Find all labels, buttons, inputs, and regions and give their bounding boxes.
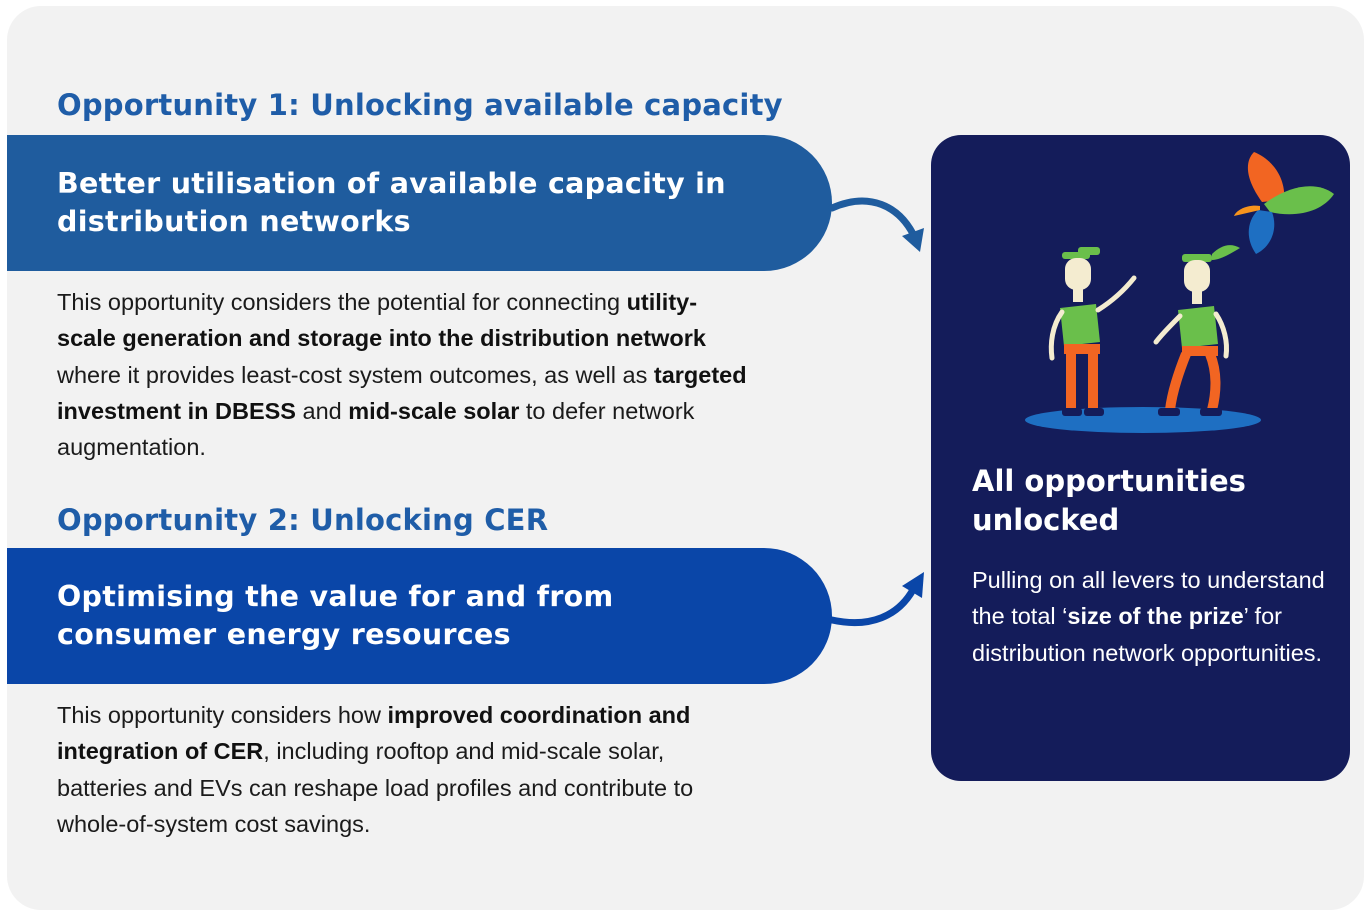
outcome-title-line-1: All opportunities bbox=[972, 464, 1246, 498]
opportunity-1-banner-line-1: Better utilisation of available capacity… bbox=[57, 167, 726, 200]
outcome-description: Pulling on all levers to understand the … bbox=[972, 562, 1332, 671]
emphasis-text: targeted investment in DBESS bbox=[57, 361, 747, 424]
opportunity-1-banner bbox=[7, 135, 832, 271]
body-text-run: This opportunity considers the potential… bbox=[57, 289, 627, 315]
outcome-title: All opportunities unlocked bbox=[972, 462, 1332, 540]
emphasis-text: utility-scale generation and storage int… bbox=[57, 289, 706, 352]
body-text-run: and bbox=[295, 397, 349, 424]
person-2 bbox=[1153, 245, 1240, 416]
opportunity-1-banner-line-2: distribution networks bbox=[57, 205, 411, 238]
arrow-right-curved-icon bbox=[828, 197, 924, 252]
emphasis-text: mid-scale solar bbox=[348, 397, 520, 424]
opportunity-2-heading: Opportunity 2: Unlocking CER bbox=[57, 503, 549, 537]
arrow-right-curved-icon bbox=[828, 572, 924, 627]
body-text-run: Pulling on all levers to understand the … bbox=[972, 567, 1325, 630]
body-text-run: where it provides least-cost system outc… bbox=[57, 361, 654, 388]
emphasis-text: improved coordination and integration of… bbox=[57, 702, 691, 765]
body-text-run: to defer network augmentation. bbox=[57, 397, 695, 461]
body-text-run: This opportunity considers how bbox=[57, 702, 388, 728]
opportunity-1-heading: Opportunity 1: Unlocking available capac… bbox=[57, 88, 783, 122]
opportunity-2-banner-line-1: Optimising the value for and from bbox=[57, 580, 614, 613]
opportunity-1-description: This opportunity considers the potential… bbox=[57, 284, 747, 465]
outcome-title-line-2: unlocked bbox=[972, 503, 1120, 537]
emphasis-text: size of the prize bbox=[1067, 603, 1244, 630]
opportunity-2-banner-line-2: consumer energy resources bbox=[57, 618, 511, 651]
opportunity-2-banner bbox=[7, 548, 832, 684]
body-text-run: ’ for distribution network opportunities… bbox=[972, 603, 1323, 666]
person-1 bbox=[1048, 247, 1137, 416]
opportunity-1-banner-title: Better utilisation of available capacity… bbox=[57, 165, 817, 241]
logo-petals-icon bbox=[1234, 152, 1334, 254]
people-celebrating-illustration bbox=[1025, 152, 1334, 433]
opportunity-2-banner-title: Optimising the value for and from consum… bbox=[57, 578, 817, 654]
opportunity-2-description: This opportunity considers how improved … bbox=[57, 697, 747, 842]
body-text-run: , including rooftop and mid-scale solar,… bbox=[57, 738, 694, 837]
outcome-card bbox=[931, 135, 1350, 781]
